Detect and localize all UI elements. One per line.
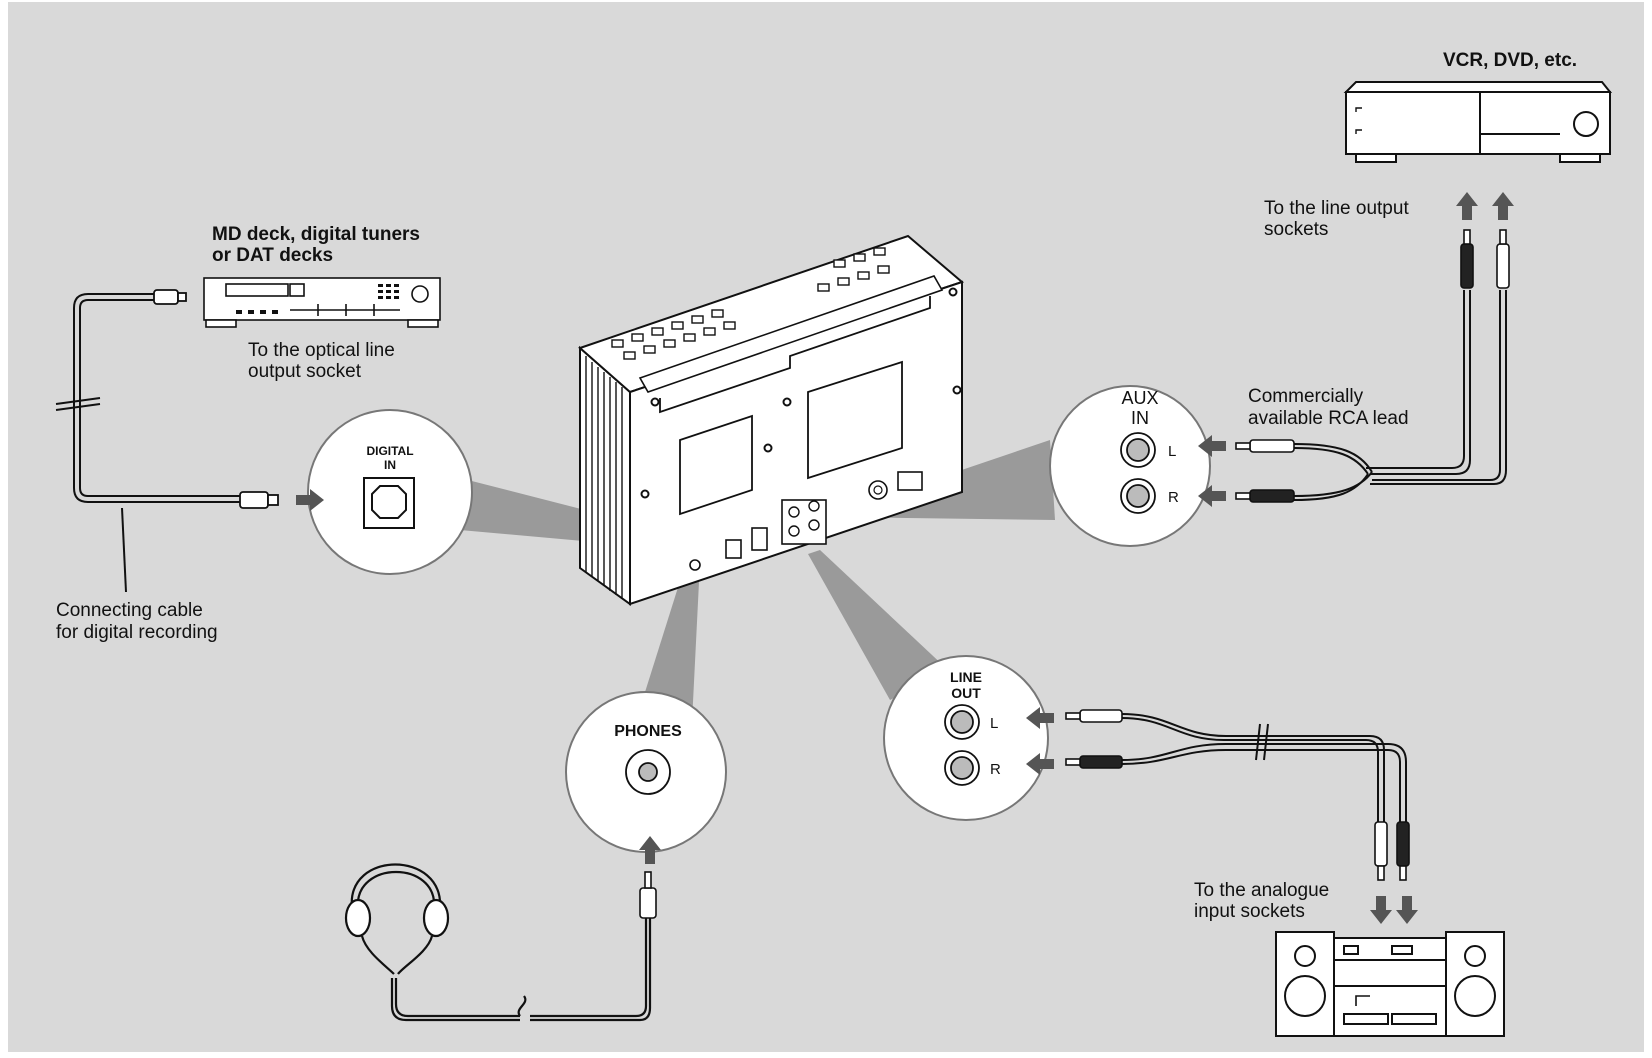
vcr-icon — [1343, 81, 1613, 163]
line-l-label: L — [990, 715, 998, 732]
stereo-system-icon — [1275, 931, 1505, 1037]
cable-label-1: Connecting cable — [56, 600, 203, 621]
headphones-icon — [344, 863, 652, 1022]
aux-in-label-1: AUX — [1121, 388, 1158, 408]
line-rca-lead — [1121, 713, 1407, 822]
aux-r-label: R — [1168, 489, 1179, 506]
optical-plug-icon — [153, 289, 279, 509]
aux-l-label: L — [1168, 443, 1176, 460]
aux-jack-icons — [1120, 432, 1156, 514]
digital-cable — [55, 293, 240, 593]
analogue-label-2: input sockets — [1194, 901, 1305, 922]
callout-phones-beam — [640, 562, 700, 722]
digital-in-label-2: IN — [384, 458, 396, 472]
rca-label-1: Commercially — [1248, 386, 1364, 407]
line-r-label: R — [990, 761, 1001, 778]
line-out-jack-icons — [944, 704, 980, 786]
line-out-label-2: OUT — [951, 685, 981, 701]
md-deck-buttons — [236, 284, 399, 314]
callout-line-beam — [808, 550, 948, 700]
aux-rca-lead — [1293, 290, 1507, 501]
rca-plug-icon — [1235, 229, 1510, 503]
vcr-sockets-label-1: To the line output — [1264, 198, 1409, 219]
rca-label-2: available RCA lead — [1248, 408, 1409, 429]
aux-in-label-2: IN — [1131, 408, 1149, 428]
vcr-title: VCR, DVD, etc. — [1443, 50, 1577, 71]
phones-label: PHONES — [614, 723, 682, 740]
phones-plug-icon — [639, 871, 657, 919]
line-out-label-1: LINE — [950, 669, 982, 685]
md-title-1: MD deck, digital tuners — [212, 224, 420, 245]
phones-jack-icon — [625, 749, 671, 795]
optical-socket-icon — [363, 477, 415, 529]
digital-in-label-1: DIGITAL — [366, 444, 413, 458]
md-socket-label-2: output socket — [248, 361, 362, 382]
vcr-sockets-label-2: sockets — [1264, 219, 1328, 240]
md-deck-icon — [203, 277, 441, 328]
line-rca-plug-icon — [1065, 709, 1410, 881]
cable-label-2: for digital recording — [56, 622, 218, 643]
md-socket-label-1: To the optical line — [248, 340, 395, 361]
md-title-2: or DAT decks — [212, 245, 333, 266]
top-buttons — [611, 247, 890, 360]
analogue-label-1: To the analogue — [1194, 880, 1329, 901]
